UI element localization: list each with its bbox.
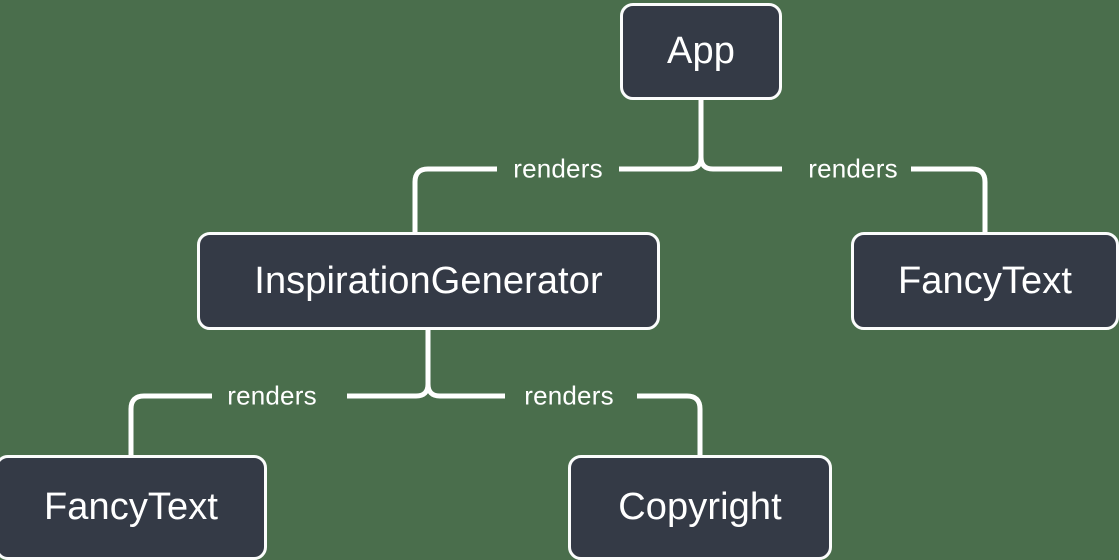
- wire-bus-right-outer: [911, 166, 988, 232]
- node-fancytext-top[interactable]: FancyText: [851, 232, 1119, 330]
- node-copyright[interactable]: Copyright: [568, 455, 832, 560]
- node-inspiration-generator-label: InspirationGenerator: [254, 259, 603, 302]
- edge-label-inspiration-generator-fancytext: renders: [227, 380, 317, 411]
- node-fancytext-top-label: FancyText: [897, 259, 1073, 302]
- wire-bus2-right-outer: [637, 393, 703, 455]
- node-inspiration-generator[interactable]: InspirationGenerator: [197, 232, 660, 330]
- edge-label-app-inspiration-generator: renders: [513, 153, 603, 184]
- wire-bus-left-outer: [412, 166, 497, 232]
- wire-app-tee-right: [698, 156, 714, 172]
- node-fancytext-bottom-label: FancyText: [43, 486, 219, 528]
- wire-inspgen-tee-right: [425, 383, 441, 399]
- node-app[interactable]: App: [620, 3, 782, 100]
- node-fancytext-bottom[interactable]: FancyText: [0, 455, 267, 560]
- edge-label-inspiration-generator-copyright: renders: [524, 380, 614, 411]
- node-copyright-label: Copyright: [618, 486, 782, 528]
- node-app-label: App: [667, 30, 735, 72]
- edge-label-app-fancytext: renders: [808, 153, 898, 184]
- wire-bus2-left-outer: [128, 393, 212, 455]
